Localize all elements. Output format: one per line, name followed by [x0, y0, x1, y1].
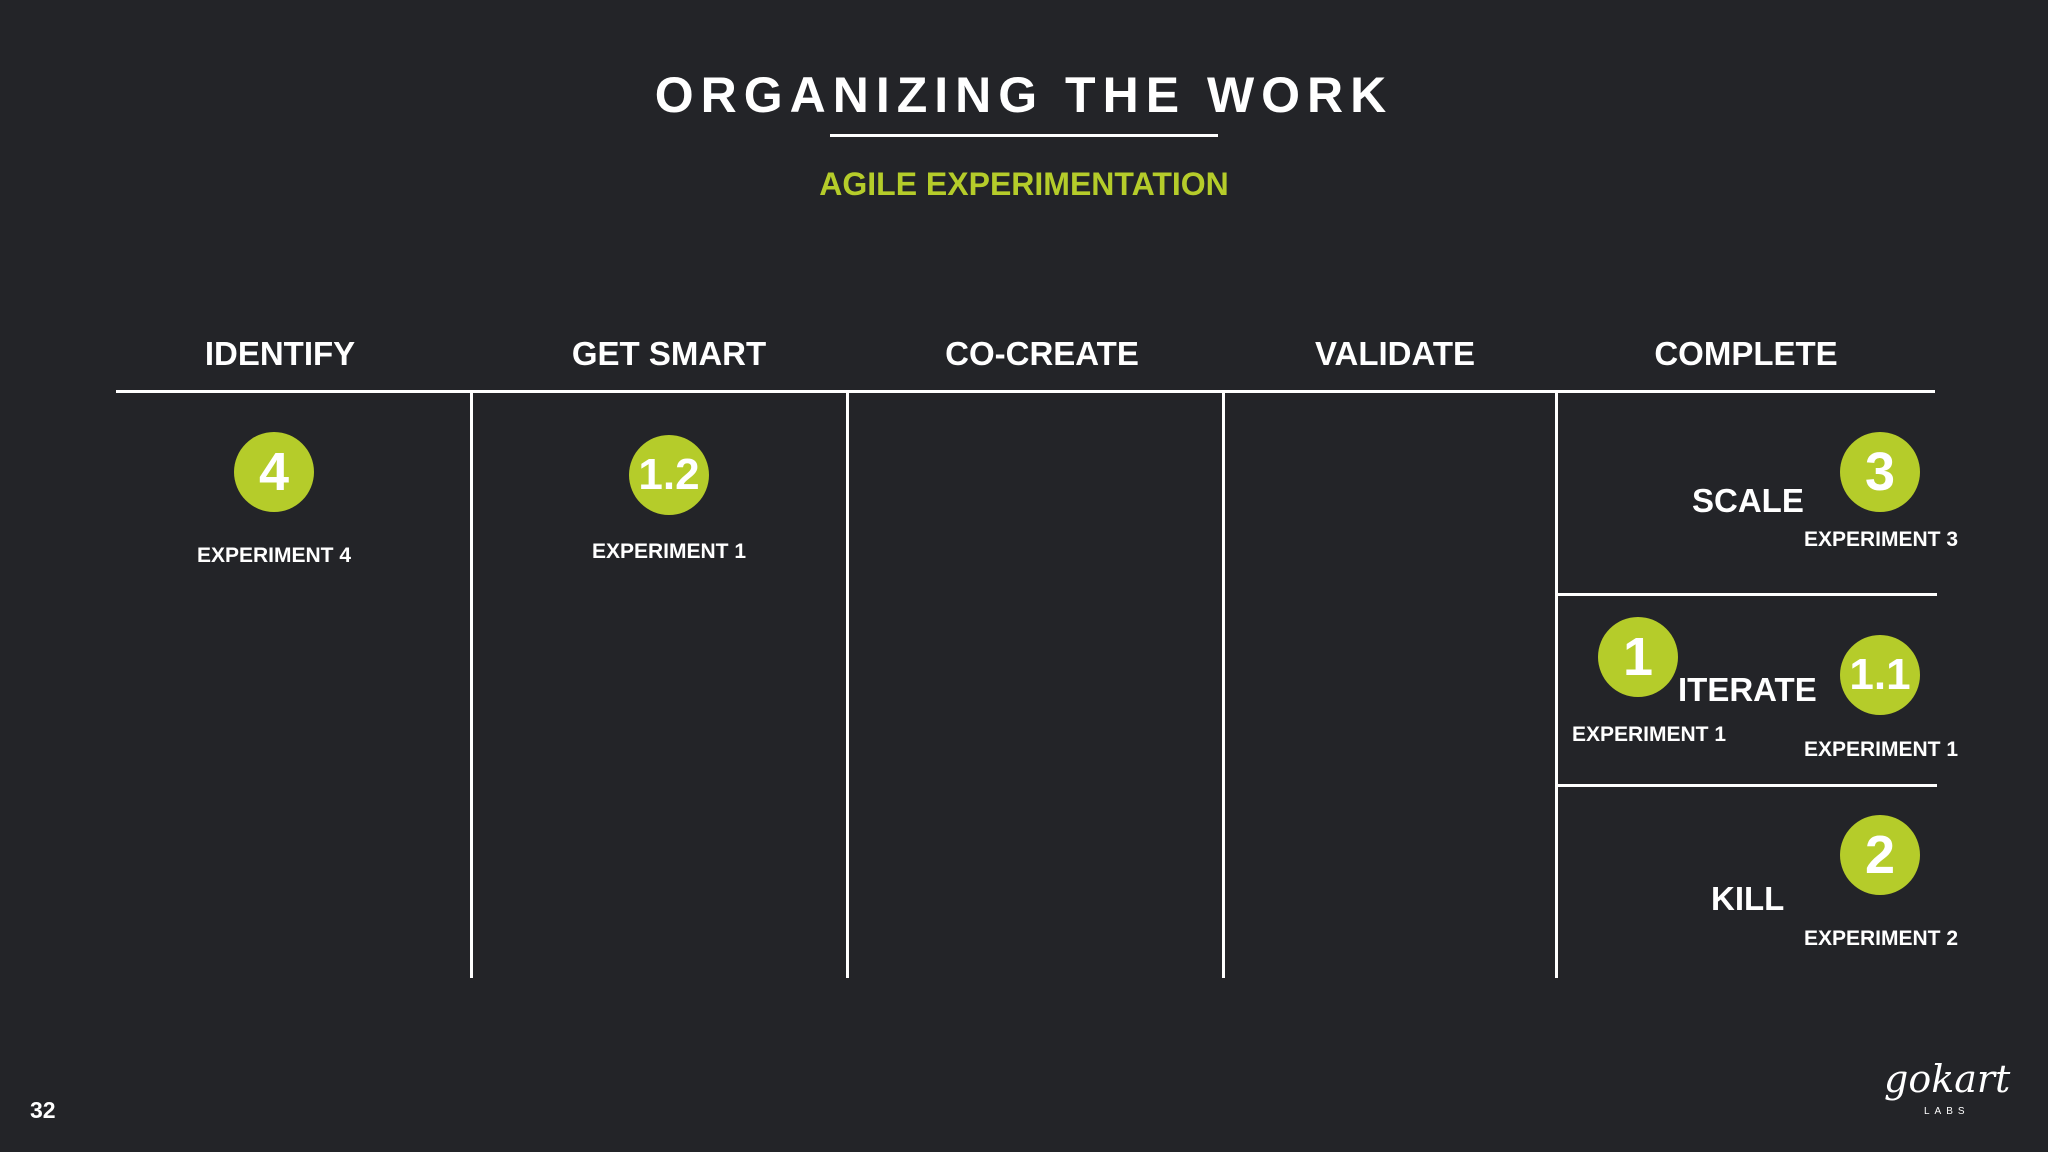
experiment-label-kill: EXPERIMENT 2	[1803, 927, 1959, 950]
experiment-badge-scale: 3	[1840, 432, 1920, 512]
experiment-label-scale: EXPERIMENT 3	[1803, 528, 1959, 551]
page-number: 32	[30, 1097, 56, 1123]
experiment-label-identify: EXPERIMENT 4	[196, 544, 352, 567]
experiment-label-iterate-left: EXPERIMENT 1	[1571, 723, 1727, 746]
slide-subtitle: AGILE EXPERIMENTATION	[819, 166, 1229, 202]
column-divider-2	[846, 392, 849, 978]
complete-row-divider-1	[1557, 593, 1937, 596]
outcome-label-kill: KILL	[1711, 880, 1785, 917]
header-divider-line	[116, 390, 1935, 393]
experiment-label-iterate-right: EXPERIMENT 1	[1803, 738, 1959, 761]
logo-tagline: LABS	[1924, 1106, 1970, 1117]
column-divider-1	[470, 392, 473, 978]
experiment-badge-kill: 2	[1840, 815, 1920, 895]
column-header-get-smart: GET SMART	[571, 335, 767, 372]
experiment-badge-iterate-left: 1	[1598, 617, 1678, 697]
column-divider-4	[1555, 392, 1558, 978]
outcome-label-iterate: ITERATE	[1678, 671, 1817, 708]
gokart-labs-logo: gokart LABS	[1884, 1062, 2011, 1117]
column-header-validate: VALIDATE	[1314, 335, 1476, 372]
experiment-badge-get-smart: 1.2	[629, 435, 709, 515]
experiment-label-get-smart: EXPERIMENT 1	[591, 540, 747, 563]
column-divider-3	[1222, 392, 1225, 978]
column-header-complete: COMPLETE	[1654, 335, 1838, 372]
complete-row-divider-2	[1557, 784, 1937, 787]
slide-title: ORGANIZING THE WORK	[654, 67, 1394, 123]
title-underline	[830, 134, 1218, 137]
column-header-identify: IDENTIFY	[204, 335, 356, 372]
experiment-badge-iterate-right: 1.1	[1840, 635, 1920, 715]
outcome-label-scale: SCALE	[1692, 482, 1804, 519]
column-header-co-create: CO-CREATE	[945, 335, 1139, 372]
logo-wordmark: gokart	[1884, 1062, 2011, 1101]
experiment-badge-identify: 4	[234, 432, 314, 512]
